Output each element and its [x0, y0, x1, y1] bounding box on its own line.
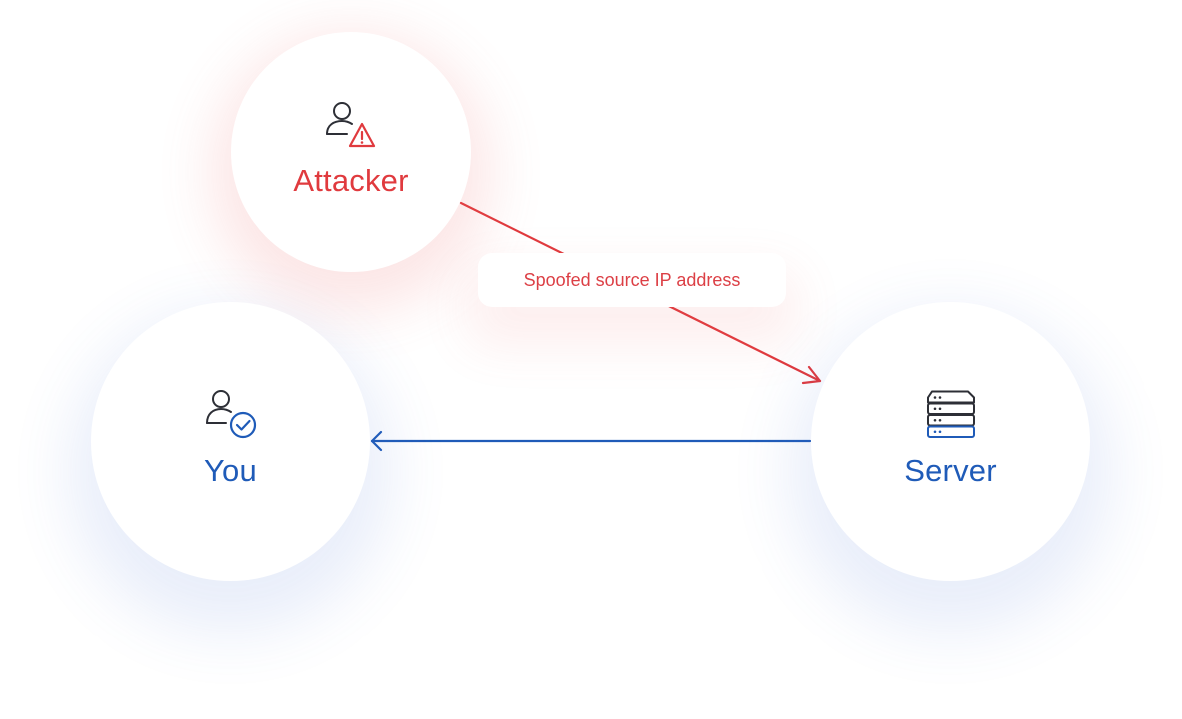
server-stack-icon [927, 390, 975, 438]
node-attacker-label: Attacker [293, 163, 409, 198]
node-you: You [91, 302, 370, 581]
arrow-server-to-you-head [370, 430, 383, 452]
arrow-attacker-to-server-head [801, 365, 822, 385]
user-warning-icon [326, 102, 376, 148]
node-attacker: Attacker [231, 32, 471, 272]
node-server-label: Server [904, 453, 997, 488]
arrow-server-to-you [370, 430, 812, 452]
node-you-label: You [204, 453, 257, 488]
spoofed-ip-callout: Spoofed source IP address [478, 253, 786, 307]
user-check-icon [206, 390, 257, 439]
node-server: Server [811, 302, 1090, 581]
